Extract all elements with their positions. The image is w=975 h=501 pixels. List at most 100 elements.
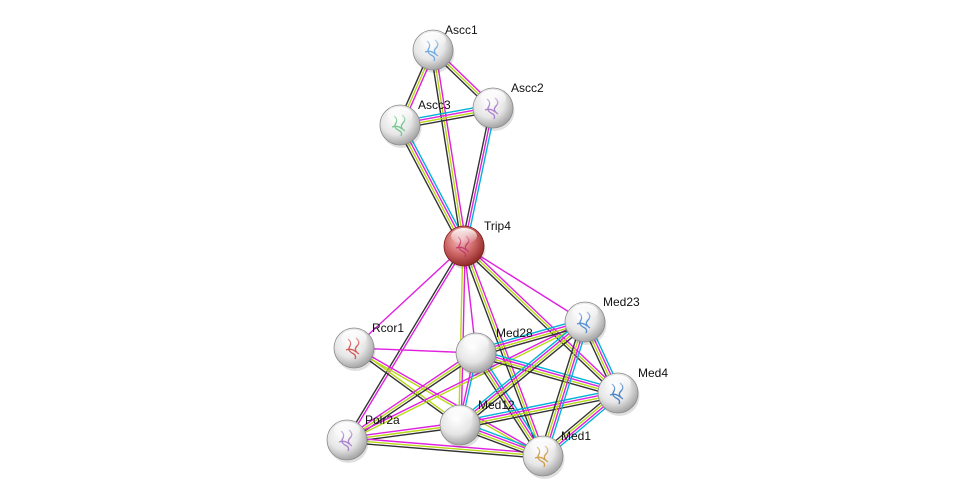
edge-line-coexp — [460, 107, 492, 246]
node-med23[interactable]: Med23 — [564, 295, 640, 345]
edge-line-exp — [463, 245, 586, 323]
node-highlight — [447, 407, 473, 423]
edge-line-exp — [460, 246, 466, 426]
edge-line-coexp — [474, 355, 618, 398]
node-label: Polr2a — [365, 413, 400, 427]
edge-line-tm — [346, 439, 544, 457]
edge-trip4-polr2a[interactable] — [345, 245, 466, 441]
node-highlight — [341, 330, 367, 346]
edge-line-coexp — [538, 320, 583, 456]
edge-line-db — [457, 318, 584, 423]
edge-line-db — [459, 388, 618, 423]
edge-line-db — [476, 348, 620, 391]
node-highlight — [605, 375, 631, 391]
node-label: Med4 — [638, 366, 668, 380]
edge-line-exp — [354, 346, 544, 456]
edge-line-exp — [434, 49, 468, 246]
edge-line-tm — [474, 353, 543, 458]
edge-polr2a-med23[interactable] — [346, 320, 586, 442]
edge-ascc3-trip4[interactable] — [396, 122, 468, 249]
node-highlight — [572, 304, 598, 320]
edge-line-exp — [400, 124, 466, 246]
edge-line-db — [402, 122, 468, 245]
node-label: Med23 — [603, 295, 640, 309]
edge-line-exp — [476, 351, 545, 456]
edge-polr2a-med1[interactable] — [346, 436, 544, 460]
edge-line-coexp — [461, 247, 617, 396]
node-highlight — [451, 228, 477, 244]
edge-line-coexp — [460, 395, 619, 430]
edge-line-coexp — [461, 324, 588, 429]
edge-line-tm — [460, 393, 619, 427]
edge-line-tm — [541, 321, 585, 456]
node-med12[interactable]: Med12 — [439, 398, 515, 448]
node-ascc2[interactable]: Ascc2 — [472, 81, 544, 131]
edge-line-exp — [465, 244, 546, 456]
edge-line-db — [465, 108, 497, 247]
edge-med28-med1[interactable] — [472, 350, 547, 459]
edge-line-exp — [347, 436, 544, 455]
node-med1[interactable]: Med1 — [522, 429, 591, 479]
edge-line-tm — [347, 322, 586, 442]
edge-line-exp — [353, 245, 465, 349]
edge-line-coexp — [345, 245, 464, 440]
edge-line-tm — [432, 49, 465, 247]
edge-line-coexp — [346, 441, 543, 460]
edge-line-tm — [353, 348, 543, 458]
edge-line-exp — [543, 322, 587, 457]
node-highlight — [387, 107, 413, 123]
edge-trip4-rcor1[interactable] — [353, 245, 465, 349]
edge-line-exp — [459, 391, 618, 425]
node-rcor1[interactable]: Rcor1 — [333, 321, 404, 371]
edge-line-tm — [346, 352, 477, 441]
node-label: Med12 — [478, 398, 515, 412]
edge-line-exp — [476, 351, 619, 393]
node-label: Med1 — [561, 429, 591, 443]
edge-line-exp — [465, 243, 621, 392]
edge-med23-med1[interactable] — [538, 320, 590, 458]
node-highlight — [334, 422, 360, 438]
edge-trip4-med4[interactable] — [461, 243, 621, 396]
node-ascc1[interactable]: Ascc1 — [412, 23, 478, 73]
node-ascc3[interactable]: Ascc3 — [379, 98, 451, 148]
edge-line-tm — [463, 245, 619, 394]
edge-line-exp — [345, 350, 476, 439]
edge-line-exp — [463, 107, 494, 247]
node-label: Ascc2 — [511, 81, 544, 95]
edge-trip4-med23[interactable] — [463, 245, 586, 323]
edge-line-tm — [475, 353, 618, 395]
node-highlight — [480, 90, 506, 106]
node-highlight — [463, 335, 489, 351]
node-trip4[interactable]: Trip4 — [443, 219, 511, 269]
edge-line-exp — [458, 320, 585, 425]
node-label: Ascc1 — [445, 23, 478, 37]
edge-line-tm — [458, 245, 464, 425]
edge-line-db — [478, 350, 547, 455]
edge-med12-med4[interactable] — [459, 388, 619, 430]
edge-ascc2-trip4[interactable] — [460, 107, 497, 247]
edge-trip4-med12[interactable] — [458, 245, 466, 426]
node-label: Med28 — [496, 326, 533, 340]
node-label: Trip4 — [484, 219, 511, 233]
node-med28[interactable]: Med28 — [455, 326, 533, 376]
edge-line-exp — [346, 320, 585, 440]
edge-rcor1-med1[interactable] — [353, 346, 544, 458]
edge-ascc1-trip4[interactable] — [429, 49, 468, 247]
edge-med28-med4[interactable] — [474, 348, 620, 398]
node-highlight — [420, 32, 446, 48]
edge-med12-med23[interactable] — [457, 318, 588, 429]
edge-line-coexp — [396, 126, 462, 249]
edge-line-tm — [463, 245, 544, 457]
node-polr2a[interactable]: Polr2a — [326, 413, 400, 463]
edge-trip4-med1[interactable] — [461, 244, 546, 458]
edge-line-exp — [347, 246, 466, 441]
node-highlight — [530, 438, 556, 454]
edge-line-tm — [460, 322, 587, 427]
edge-line-tm — [398, 125, 464, 247]
edge-line-coexp — [461, 246, 542, 458]
edge-line-coexp — [352, 348, 460, 427]
edge-line-coexp — [472, 354, 541, 459]
node-med4[interactable]: Med4 — [597, 366, 668, 416]
